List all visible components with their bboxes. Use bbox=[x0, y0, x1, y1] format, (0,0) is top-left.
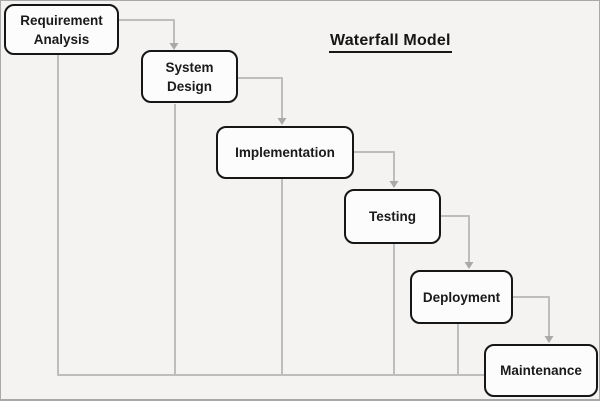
node-label: Requirement Analysis bbox=[20, 12, 103, 47]
node-label: Maintenance bbox=[500, 363, 582, 378]
arrowhead-to-deployment bbox=[464, 262, 474, 269]
connector-testing-to-deployment bbox=[441, 215, 470, 262]
arrowhead-to-design bbox=[169, 43, 179, 50]
node-label: System Design bbox=[165, 59, 214, 94]
node-maintenance: Maintenance bbox=[484, 344, 598, 397]
node-testing: Testing bbox=[344, 189, 441, 244]
arrowhead-to-implementation bbox=[277, 118, 287, 125]
node-system-design: System Design bbox=[141, 50, 238, 103]
connector-requirement-to-design bbox=[119, 19, 175, 43]
connector-deployment-to-maintenance bbox=[513, 296, 550, 336]
connector-design-to-implementation bbox=[238, 77, 283, 118]
node-label: Implementation bbox=[235, 145, 335, 160]
connector-implementation-to-testing bbox=[354, 151, 395, 181]
node-label: Testing bbox=[369, 209, 416, 224]
node-implementation: Implementation bbox=[216, 126, 354, 179]
arrowhead-to-testing bbox=[389, 181, 399, 188]
node-label: Deployment bbox=[422, 289, 501, 305]
diagram-title: Waterfall Model bbox=[329, 32, 452, 53]
arrowhead-to-maintenance bbox=[544, 336, 554, 343]
node-requirement-analysis: Requirement Analysis bbox=[4, 4, 119, 55]
node-deployment: Deployment bbox=[410, 270, 513, 324]
